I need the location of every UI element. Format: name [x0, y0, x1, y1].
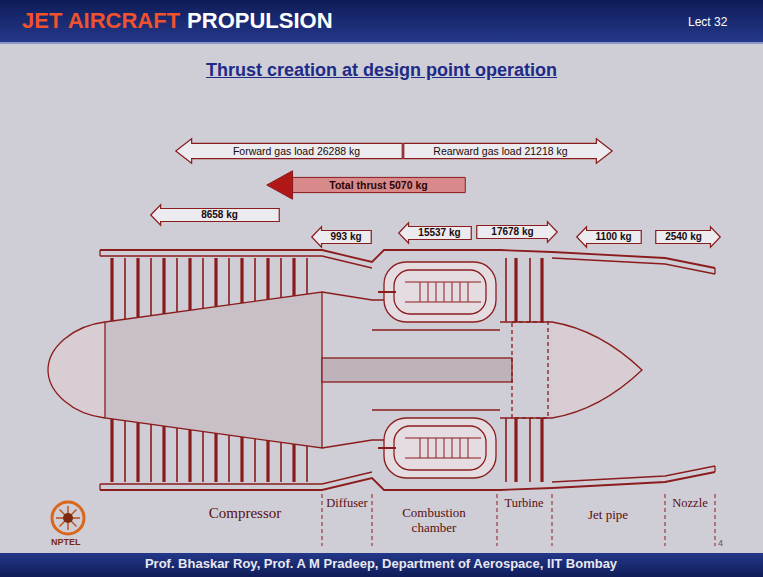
- arrow-head: [267, 171, 293, 200]
- header-title: PROPULSION: [187, 8, 332, 33]
- load-arrow: Forward gas load 26288 kg: [175, 138, 403, 164]
- shaft: [322, 358, 512, 382]
- section-name: Turbine: [503, 496, 544, 510]
- combustion-can: [384, 262, 496, 322]
- load-value: 1100 kg: [595, 231, 631, 243]
- fuel-injector: [378, 292, 396, 448]
- arrow-body: [399, 223, 472, 244]
- load-value: 993 kg: [330, 231, 361, 243]
- arrow-body: [293, 177, 466, 192]
- load-value: Total thrust 5070 kg: [329, 179, 427, 191]
- load-arrow: 17678 kg: [476, 221, 558, 243]
- load-arrow: 993 kg: [311, 226, 372, 248]
- arrow-body: [312, 227, 372, 248]
- arrow-body: [477, 222, 558, 243]
- exhaust-cone: [552, 322, 642, 418]
- inner-casing: [372, 330, 500, 410]
- section-name: Combustion chamber: [392, 506, 476, 536]
- dilution-holes: [405, 438, 481, 458]
- load-arrow: 2540 kg: [655, 226, 721, 248]
- lecture-number: Lect 32: [688, 16, 727, 30]
- page-number: 4: [718, 538, 723, 548]
- jet-pipe-wall: [552, 258, 715, 482]
- slide-title: Thrust creation at design point operatio…: [0, 60, 763, 81]
- turbine-blades: [516, 258, 542, 482]
- section-name: Diffuser: [325, 496, 368, 510]
- nozzle-guide-vanes: [506, 258, 530, 482]
- header-title: JET AIRCRAFT: [22, 8, 180, 33]
- load-value: Rearward gas load 21218 kg: [433, 145, 567, 157]
- arrow-body: [656, 227, 721, 248]
- logo-hub: [63, 513, 73, 523]
- footer-credit: Prof. Bhaskar Roy, Prof. A M Pradeep, De…: [145, 557, 617, 572]
- load-arrow: Rearward gas load 21218 kg: [403, 138, 613, 164]
- thrust-arrow: Total thrust 5070 kg: [266, 170, 466, 200]
- logo-ring: [52, 502, 84, 534]
- logo-spokes: [56, 506, 80, 530]
- engine-drawing: [48, 250, 715, 546]
- load-arrow: 1100 kg: [576, 226, 642, 248]
- arrow-body: [151, 205, 280, 226]
- dilution-holes: [405, 282, 481, 302]
- load-value: 17678 kg: [491, 226, 533, 238]
- arrow-body: [176, 139, 403, 164]
- section-name: Compressor: [208, 505, 283, 522]
- combustion-can: [384, 418, 496, 478]
- load-value: Forward gas load 26288 kg: [233, 145, 360, 157]
- flame-tube: [394, 426, 486, 470]
- load-value: 2540 kg: [665, 231, 702, 243]
- arrow-body: [404, 139, 613, 164]
- load-value: 15537 kg: [418, 227, 460, 239]
- section-name: Nozzle: [671, 496, 708, 510]
- load-arrow: 15537 kg: [398, 222, 472, 244]
- section-name: Jet pipe: [587, 508, 629, 523]
- flame-tube: [394, 270, 486, 314]
- load-value: 8658 kg: [201, 209, 238, 221]
- turbine-disc: [512, 322, 548, 418]
- header-rule: [0, 42, 763, 44]
- nptel-logo: [52, 502, 84, 534]
- section-divider: [322, 494, 715, 546]
- load-arrow: 8658 kg: [150, 204, 280, 226]
- stator-vanes: [125, 258, 307, 482]
- nose-cone: [48, 322, 105, 418]
- turbine-hub: [500, 322, 552, 418]
- arrow-body: [577, 227, 642, 248]
- logo-text: NPTEL: [51, 537, 81, 547]
